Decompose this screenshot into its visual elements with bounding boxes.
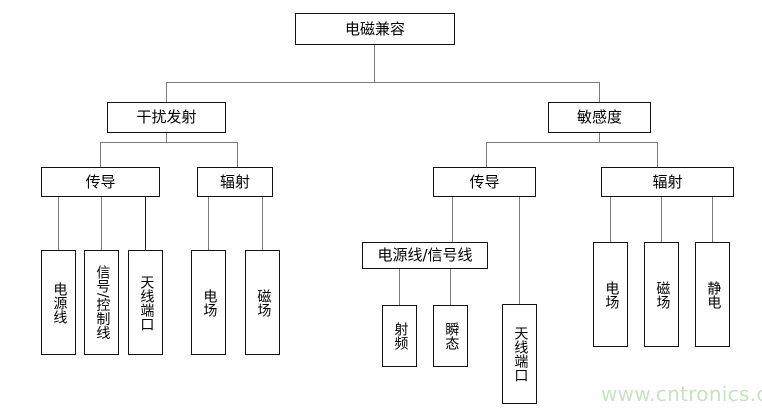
leaf-susceptibility-radiated-esd[interactable]: 静电 bbox=[695, 242, 730, 347]
connector-to-susceptibility bbox=[599, 82, 601, 102]
connector-to-emission bbox=[166, 82, 168, 102]
connector-sc-to-antenna-port bbox=[519, 197, 521, 304]
connector-er-to-e-field bbox=[208, 197, 210, 250]
connector-susceptibility-to-radiated bbox=[657, 142, 659, 167]
connector-ec-to-signal-line bbox=[101, 197, 103, 250]
leaf-susceptibility-radiated-h-field[interactable]: 磁场 bbox=[644, 242, 679, 347]
connector-sc-to-lines bbox=[452, 197, 454, 242]
leaf-susceptibility-conducted-transient[interactable]: 瞬态 bbox=[433, 305, 468, 367]
connector-sr-to-e-field bbox=[610, 197, 612, 242]
connector-level1-bus bbox=[166, 82, 600, 84]
node-susceptibility-conducted-lines[interactable]: 电源线/信号线 bbox=[362, 242, 488, 269]
connector-emission-bus bbox=[100, 142, 238, 144]
connector-lines-to-transient bbox=[450, 269, 452, 305]
connector-susceptibility-stem bbox=[599, 133, 601, 142]
leaf-emission-conducted-power-line[interactable]: 电源线 bbox=[41, 250, 76, 355]
connector-susceptibility-to-conducted bbox=[486, 142, 488, 167]
connector-ec-to-power-line bbox=[58, 197, 60, 250]
connector-emission-to-conducted bbox=[100, 142, 102, 167]
connector-sr-to-h-field bbox=[661, 197, 663, 242]
leaf-susceptibility-radiated-e-field[interactable]: 电场 bbox=[593, 242, 628, 347]
leaf-emission-radiated-h-field[interactable]: 磁场 bbox=[245, 250, 280, 355]
node-emission-radiated[interactable]: 辐射 bbox=[197, 167, 273, 197]
leaf-susceptibility-conducted-antenna-port[interactable]: 天线端口 bbox=[502, 304, 537, 404]
leaf-emission-conducted-antenna-port[interactable]: 天线端口 bbox=[128, 250, 163, 355]
node-emission[interactable]: 干扰发射 bbox=[107, 102, 226, 133]
node-susceptibility[interactable]: 敏感度 bbox=[548, 102, 651, 133]
node-susceptibility-radiated[interactable]: 辐射 bbox=[601, 167, 734, 197]
connector-lines-to-rf bbox=[399, 269, 401, 305]
connector-root-stem bbox=[374, 45, 376, 82]
node-root[interactable]: 电磁兼容 bbox=[295, 13, 455, 45]
connector-emission-to-radiated bbox=[237, 142, 239, 167]
leaf-susceptibility-conducted-rf[interactable]: 射频 bbox=[382, 305, 417, 367]
connector-sr-to-esd bbox=[712, 197, 714, 242]
connector-er-to-h-field bbox=[262, 197, 264, 250]
leaf-emission-conducted-signal-line[interactable]: 信号/控制线 bbox=[84, 250, 119, 355]
connector-susceptibility-bus bbox=[486, 142, 658, 144]
connector-emission-stem bbox=[166, 133, 168, 142]
watermark-cntronics: www.cntronics.com bbox=[601, 382, 762, 406]
leaf-emission-radiated-e-field[interactable]: 电场 bbox=[191, 250, 226, 355]
node-susceptibility-conducted[interactable]: 传导 bbox=[433, 167, 536, 197]
node-emission-conducted[interactable]: 传导 bbox=[41, 167, 160, 197]
connector-ec-to-antenna-port bbox=[145, 197, 147, 250]
